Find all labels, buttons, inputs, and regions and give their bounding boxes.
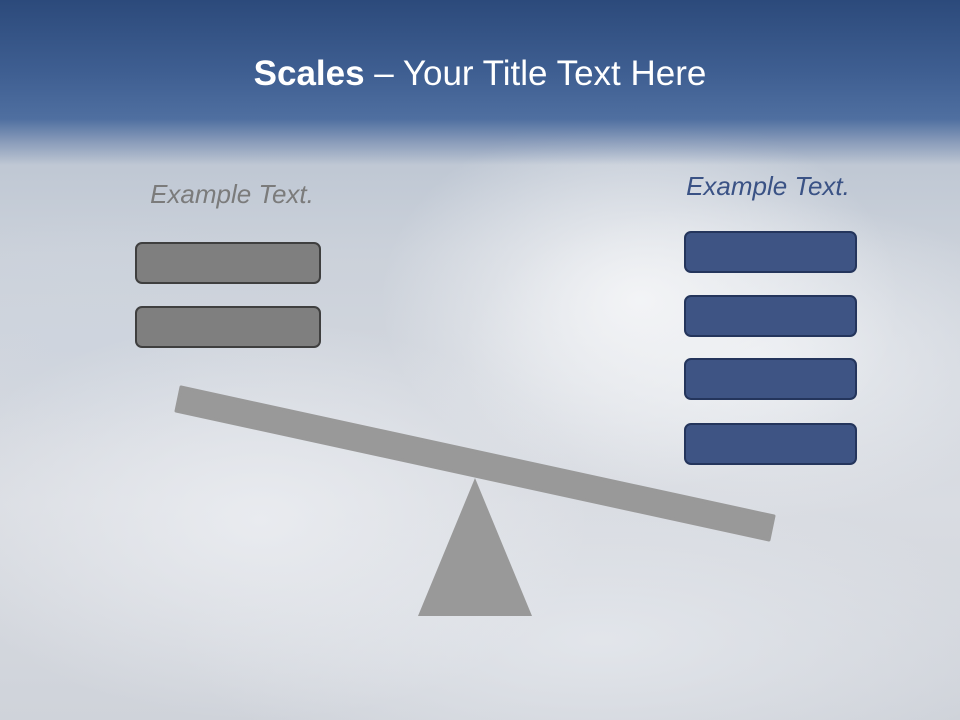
left-caption[interactable]: Example Text. [150,179,314,209]
right-box-4[interactable] [684,423,857,465]
title-band [0,0,960,165]
scale-beam[interactable] [174,385,776,542]
title-bold-word: Scales [253,54,365,93]
right-box-1[interactable] [684,231,857,273]
right-caption[interactable]: Example Text. [686,171,850,201]
left-box-1[interactable] [135,242,321,284]
left-box-2[interactable] [135,306,321,348]
right-box-2[interactable] [684,295,857,337]
title-rest: – Your Title Text Here [364,54,707,93]
right-box-3[interactable] [684,358,857,400]
slide-title[interactable]: Scales – Your Title Text Here [0,52,960,96]
fulcrum-triangle[interactable] [418,478,532,616]
